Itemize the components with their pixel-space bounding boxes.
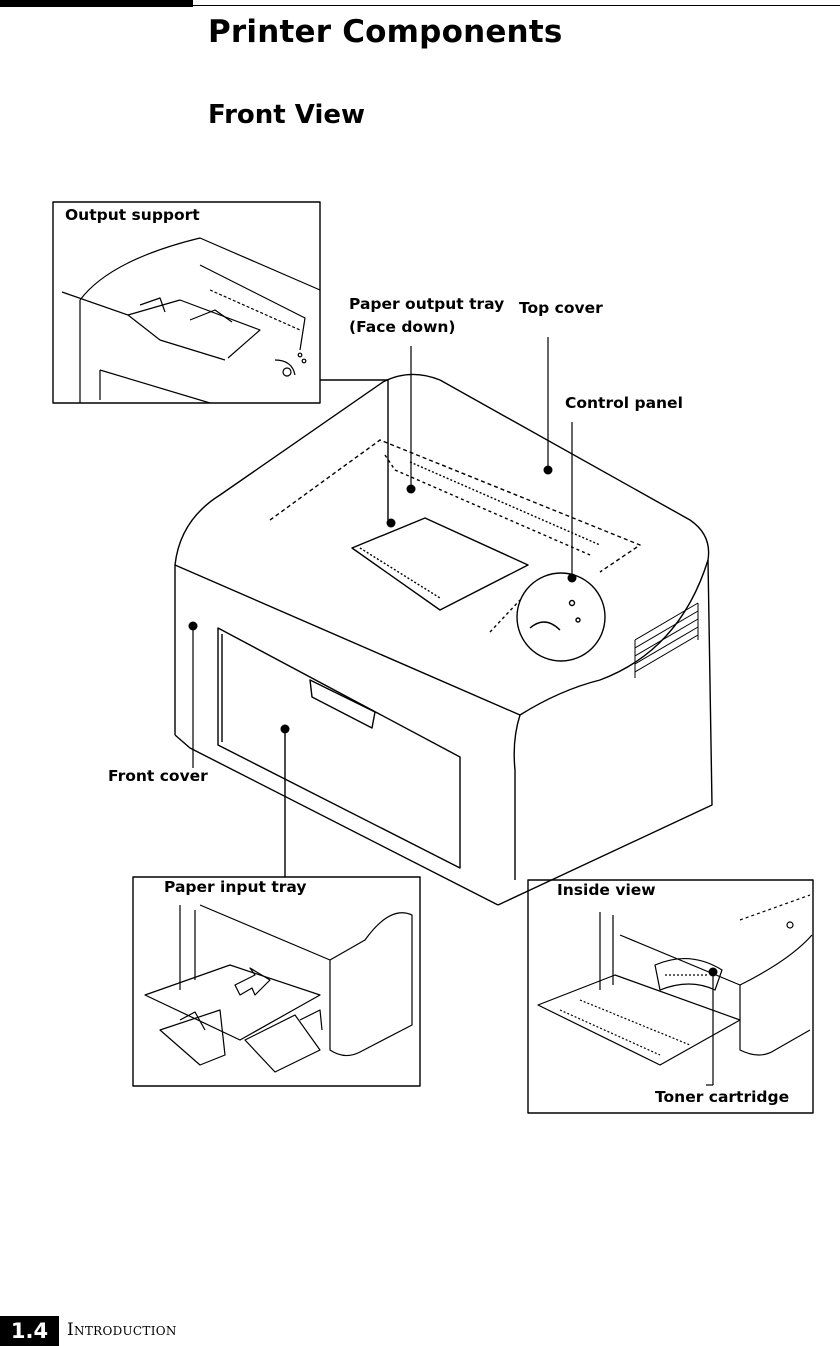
label-control-panel: Control panel <box>565 394 683 412</box>
label-paper-output-tray-note: (Face down) <box>349 318 456 336</box>
inset-output-support-art <box>61 237 321 404</box>
section-subtitle: Front View <box>208 100 366 130</box>
inset-paper-input-tray-art <box>144 904 413 1073</box>
label-output-support: Output support <box>65 206 200 224</box>
label-front-cover: Front cover <box>108 767 208 785</box>
label-inside-view: Inside view <box>557 881 656 899</box>
inset-inside-view-art <box>537 894 813 1066</box>
page-number-badge: 1.4 <box>0 1316 59 1346</box>
inset-paper-input-tray-frame <box>132 876 421 1087</box>
leader-lines <box>192 337 714 1086</box>
section-name: Introduction <box>67 1320 177 1340</box>
leader-dots <box>188 465 718 977</box>
header-rule-thick <box>0 0 193 7</box>
page-title: Printer Components <box>208 14 563 50</box>
header-rule-thin <box>193 5 840 6</box>
inset-output-support-frame <box>52 201 321 404</box>
label-top-cover: Top cover <box>519 299 603 317</box>
inset-inside-view-frame <box>527 879 814 1114</box>
label-paper-input-tray: Paper input tray <box>164 878 307 896</box>
label-toner-cartridge: Toner cartridge <box>655 1088 790 1106</box>
label-paper-output-tray: Paper output tray <box>349 295 505 313</box>
printer-body <box>174 373 713 906</box>
